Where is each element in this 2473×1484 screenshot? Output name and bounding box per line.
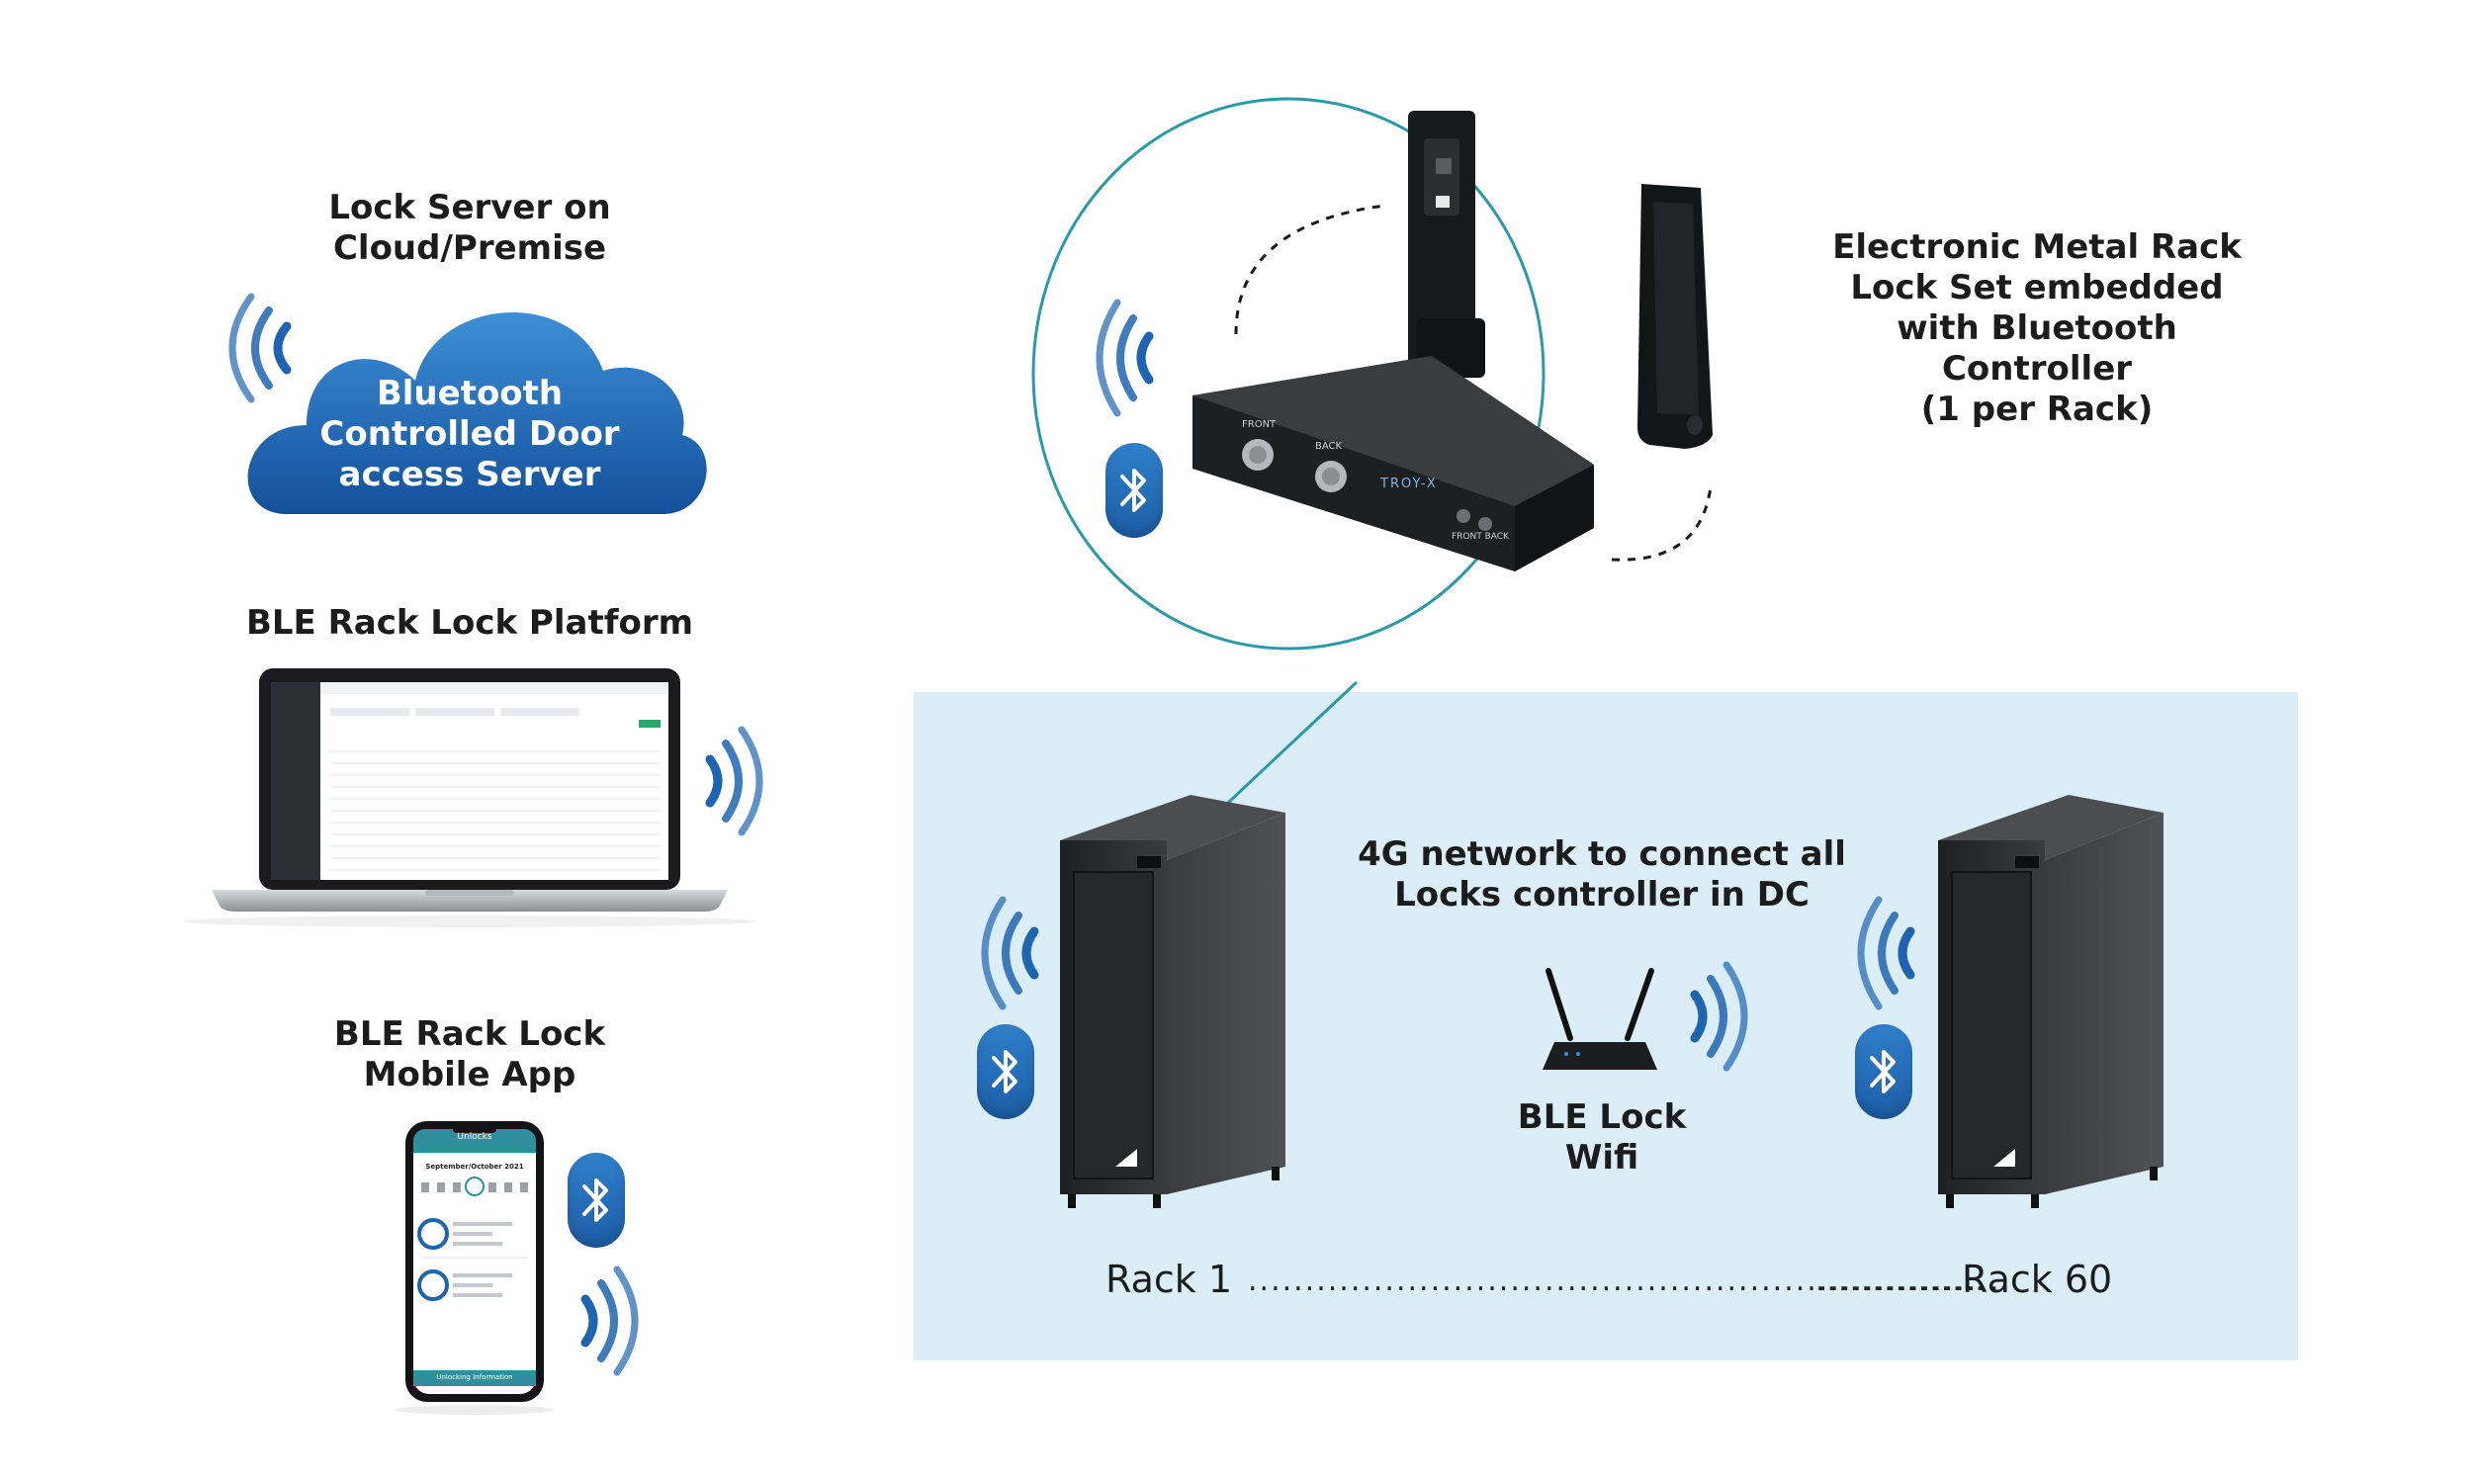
cloud-label: Bluetooth Controlled Door access Server [297, 374, 643, 495]
controller-key-label-front: FRONT [1242, 419, 1277, 430]
wifi-line2: Wifi [1564, 1138, 1639, 1178]
rack-dots-long: ........................................… [1248, 1264, 2001, 1298]
signal-waves-icon [580, 1266, 639, 1376]
lockset-line3: with Bluetooth [1897, 308, 2177, 348]
router-icon [1543, 968, 1657, 1070]
lockset-description: Electronic Metal Rack Lock Set embedded … [1810, 227, 2264, 430]
platform-title: BLE Rack Lock Platform [245, 603, 694, 643]
lock-handle-front [1408, 111, 1485, 378]
signal-waves-icon [1690, 961, 1748, 1072]
app-header: Unlocks [457, 1132, 492, 1142]
lock-controller-box [1192, 356, 1594, 571]
phone-icon [396, 1121, 554, 1415]
lockset-line5: (1 per Rack) [1920, 390, 2154, 429]
signal-waves-icon [1096, 299, 1154, 417]
mobile-title: BLE Rack Lock Mobile App [297, 1014, 643, 1095]
bluetooth-icon [977, 1024, 1034, 1119]
lock-handle-back [1637, 184, 1713, 449]
mobile-title-line1: BLE Rack Lock [333, 1014, 606, 1054]
wifi-line1: BLE Lock [1517, 1097, 1687, 1137]
server-title-line2: Cloud/Premise [332, 228, 607, 268]
server-title-line1: Lock Server on [328, 188, 611, 227]
network-description: 4G network to connect all Locks controll… [1355, 834, 1849, 916]
signal-waves-icon [1857, 896, 1915, 1010]
controller-port-label: FRONT BACK [1452, 532, 1509, 542]
cloud-label-line3: access Server [338, 455, 601, 494]
bluetooth-icon [1105, 443, 1163, 538]
rack-60-label: Rack 60 [1962, 1258, 2113, 1301]
network-line1: 4G network to connect all [1358, 834, 1846, 874]
rack-cabinet-icon [1060, 795, 1285, 1208]
app-bottom-bar: Unlocking Information [436, 1373, 513, 1381]
lockset-line1: Electronic Metal Rack [1832, 227, 2242, 267]
controller-key-label-back: BACK [1315, 441, 1343, 452]
signal-waves-icon [705, 726, 763, 836]
signal-waves-icon [981, 896, 1039, 1010]
cloud-label-line1: Bluetooth [376, 374, 564, 413]
rack-dots-short: ............... [1815, 1264, 1987, 1298]
lockset-line2: Lock Set embedded [1850, 268, 2224, 307]
wifi-label: BLE Lock Wifi [1463, 1097, 1740, 1178]
cloud-label-line2: Controlled Door [319, 414, 620, 454]
bluetooth-icon [1855, 1024, 1912, 1119]
controller-brand: TROY-X [1380, 477, 1438, 491]
signal-waves-icon [228, 293, 292, 403]
network-line2: Locks controller in DC [1394, 875, 1810, 915]
cloud-icon [247, 312, 707, 514]
mobile-title-line2: Mobile App [363, 1055, 576, 1094]
server-title: Lock Server on Cloud/Premise [277, 188, 662, 269]
bluetooth-icon [568, 1153, 625, 1248]
lockset-line4: Controller [1941, 349, 2133, 389]
laptop-icon [183, 668, 756, 927]
rack-cabinet-icon [1938, 795, 2164, 1208]
rack-1-label: Rack 1 [1105, 1258, 1233, 1301]
app-calendar-title: September/October 2021 [425, 1163, 524, 1171]
